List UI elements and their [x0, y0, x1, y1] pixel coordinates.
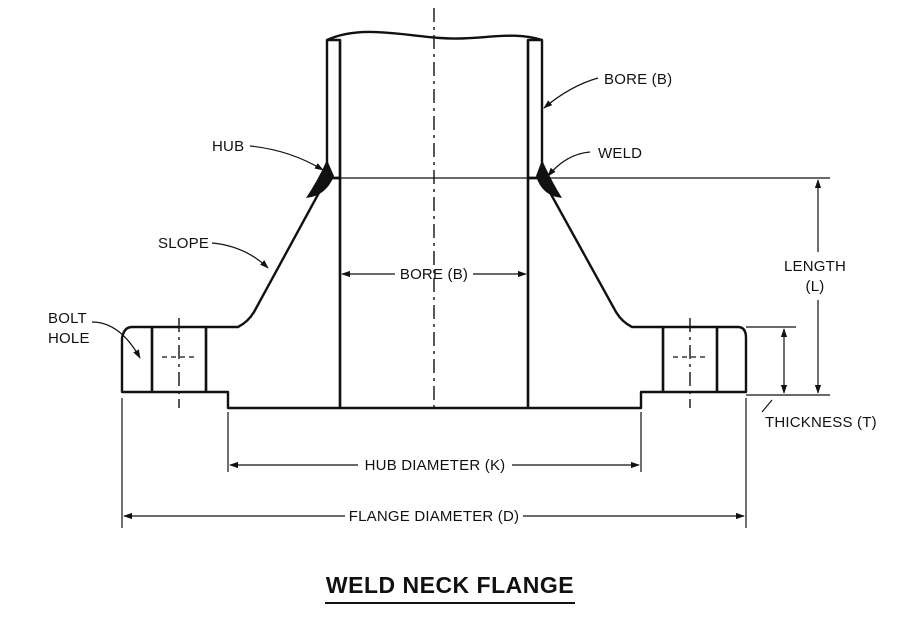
- left-flange-rim: [120, 325, 154, 394]
- leader-hub: [249, 145, 324, 171]
- label-bore-center: BORE (B): [400, 266, 468, 283]
- leader-thickness: [761, 399, 773, 413]
- label-hub-diameter: HUB DIAMETER (K): [365, 457, 506, 474]
- pipe-break-line: [326, 30, 543, 42]
- right-flange-rim: [715, 325, 748, 394]
- left-bolt-hole: [150, 325, 208, 394]
- leader-bolt-hole: [91, 321, 141, 359]
- drawing-title: WELD NECK FLANGE: [326, 572, 574, 598]
- label-thickness: THICKNESS (T): [765, 414, 877, 431]
- left-section: [120, 38, 342, 410]
- label-bolt-line2: HOLE: [48, 330, 90, 347]
- label-hub: HUB: [212, 138, 244, 155]
- leader-bore-top: [543, 77, 599, 109]
- left-weld: [306, 160, 334, 198]
- right-pipe-wall: [526, 38, 544, 180]
- right-bolt-hole: [661, 325, 719, 394]
- label-weld: WELD: [598, 145, 642, 162]
- label-length-line1: LENGTH: [784, 258, 846, 275]
- leader-slope: [211, 242, 269, 269]
- left-pipe-wall: [325, 38, 342, 180]
- label-bolt-line1: BOLT: [48, 310, 87, 327]
- label-slope: SLOPE: [158, 235, 209, 252]
- label-bore-top: BORE (B): [604, 71, 672, 88]
- leader-weld: [547, 151, 591, 177]
- label-flange-diameter: FLANGE DIAMETER (D): [349, 508, 519, 525]
- right-weld: [536, 160, 562, 198]
- right-hub-body: [526, 176, 665, 410]
- label-length-line2: (L): [806, 278, 825, 295]
- left-hub-body: [204, 176, 342, 410]
